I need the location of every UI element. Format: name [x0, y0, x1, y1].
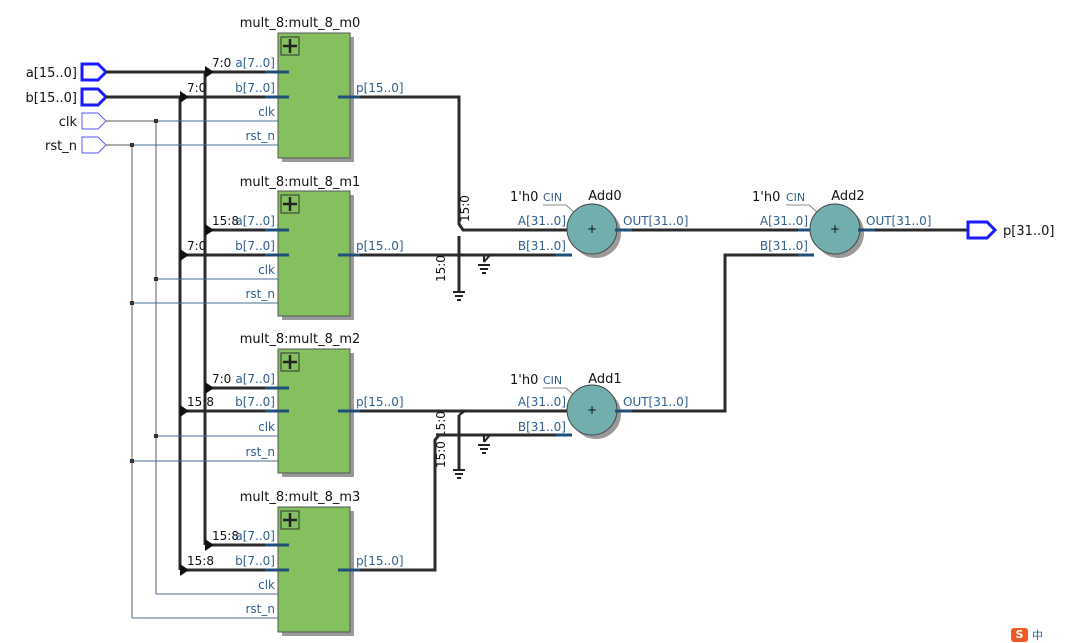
svg-text:15:8: 15:8	[187, 395, 214, 409]
instance-title: mult_8:mult_8_m3	[240, 490, 361, 505]
instance-title: mult_8:mult_8_m2	[240, 332, 361, 347]
net-m1-p[interactable]: 15:0	[360, 253, 570, 282]
ime-indicator[interactable]: S 中	[1011, 627, 1043, 643]
svg-text:rst_n: rst_n	[246, 129, 276, 143]
instance-title: mult_8:mult_8_m1	[240, 175, 361, 190]
svg-text:+: +	[587, 403, 597, 417]
svg-text:clk: clk	[258, 578, 275, 592]
svg-text:B[31..0]: B[31..0]	[518, 420, 566, 434]
adder-add1[interactable]: Add1 1'h0 CIN A[31..0] B[31..0] OUT[31..…	[510, 372, 688, 439]
svg-text:b[7..0]: b[7..0]	[235, 395, 275, 409]
input-port-clk[interactable]: clk	[59, 112, 107, 130]
svg-text:rst_n: rst_n	[246, 287, 276, 301]
svg-text:+: +	[830, 222, 840, 236]
svg-text:A[31..0]: A[31..0]	[760, 214, 808, 228]
instance-mult-8-m3[interactable]: mult_8:mult_8_m3 15:8 15:8 a[7..0] b[7..…	[187, 490, 404, 636]
ime-mode-label: 中	[1032, 629, 1043, 642]
svg-text:15:8: 15:8	[212, 529, 239, 543]
svg-text:Add1: Add1	[588, 372, 621, 387]
svg-text:clk: clk	[59, 115, 78, 130]
input-port-b[interactable]: b[15..0]	[26, 87, 109, 107]
svg-text:rst_n: rst_n	[45, 139, 77, 154]
svg-text:A[31..0]: A[31..0]	[518, 395, 566, 409]
svg-text:p[15..0]: p[15..0]	[356, 239, 404, 253]
svg-text:15:0: 15:0	[434, 441, 448, 468]
svg-text:1'h0: 1'h0	[752, 190, 780, 205]
expand-icon[interactable]	[280, 510, 300, 530]
svg-text:p[15..0]: p[15..0]	[356, 81, 404, 95]
sogou-logo-icon: S	[1011, 628, 1028, 642]
svg-text:b[7..0]: b[7..0]	[235, 81, 275, 95]
adder-add2[interactable]: Add2 1'h0 CIN A[31..0] B[31..0] OUT[31..…	[752, 189, 931, 258]
net-a[interactable]	[106, 70, 278, 547]
svg-text:15:0: 15:0	[434, 255, 448, 282]
svg-text:CIN: CIN	[786, 191, 805, 204]
svg-text:OUT[31..0]: OUT[31..0]	[623, 214, 688, 228]
instance-mult-8-m2[interactable]: mult_8:mult_8_m2 7:0 15:8 a[7..0] b[7..0…	[187, 332, 404, 477]
svg-text:a[15..0]: a[15..0]	[26, 66, 77, 81]
svg-text:clk: clk	[258, 263, 275, 277]
svg-text:7:0: 7:0	[212, 56, 231, 70]
svg-text:15:0: 15:0	[458, 195, 472, 222]
svg-text:p[15..0]: p[15..0]	[356, 554, 404, 568]
output-port-icon	[966, 220, 998, 240]
svg-text:Add2: Add2	[831, 189, 864, 204]
svg-text:B[31..0]: B[31..0]	[760, 239, 808, 253]
output-port-p[interactable]: p[31..0]	[966, 220, 1054, 240]
svg-text:+: +	[587, 222, 597, 236]
ground-icon	[453, 434, 491, 479]
ground-icon	[453, 254, 491, 301]
svg-text:CIN: CIN	[543, 191, 562, 204]
svg-text:15:0: 15:0	[434, 411, 448, 438]
adder-add0[interactable]: Add0 1'h0 CIN A[31..0] B[31..0] OUT[31..…	[510, 189, 688, 258]
net-clk[interactable]	[106, 119, 290, 595]
svg-text:OUT[31..0]: OUT[31..0]	[623, 395, 688, 409]
instance-mult-8-m1[interactable]: mult_8:mult_8_m1 15:8 7:0 a[7..0] b[7..0…	[187, 175, 404, 320]
input-port-icon	[81, 136, 107, 154]
svg-text:a[7..0]: a[7..0]	[235, 372, 275, 386]
input-port-icon	[81, 112, 107, 130]
svg-text:15:8: 15:8	[212, 214, 239, 228]
expand-icon[interactable]	[280, 352, 300, 372]
svg-text:B[31..0]: B[31..0]	[518, 239, 566, 253]
svg-text:clk: clk	[258, 105, 275, 119]
net-m0-p[interactable]: 15:0	[360, 95, 570, 292]
bus-ripper-arrows	[180, 66, 214, 576]
net-m2-p[interactable]: 15:0	[360, 409, 570, 470]
net-rst-n[interactable]	[106, 143, 290, 619]
svg-text:A[31..0]: A[31..0]	[518, 214, 566, 228]
svg-text:7:0: 7:0	[212, 372, 231, 386]
svg-text:rst_n: rst_n	[246, 602, 276, 616]
svg-text:a[7..0]: a[7..0]	[235, 56, 275, 70]
expand-icon[interactable]	[280, 194, 300, 214]
expand-icon[interactable]	[280, 36, 300, 56]
svg-text:a[7..0]: a[7..0]	[235, 214, 275, 228]
svg-text:OUT[31..0]: OUT[31..0]	[866, 214, 931, 228]
svg-text:p[15..0]: p[15..0]	[356, 395, 404, 409]
input-port-icon	[80, 87, 109, 107]
svg-text:a[7..0]: a[7..0]	[235, 529, 275, 543]
instance-mult-8-m0[interactable]: mult_8:mult_8_m0 7:0 7:0 a[7..0] b[7..0]…	[187, 16, 404, 162]
instance-title: mult_8:mult_8_m0	[240, 16, 361, 31]
svg-text:clk: clk	[258, 420, 275, 434]
input-port-rst-n[interactable]: rst_n	[45, 136, 107, 154]
svg-text:1'h0: 1'h0	[510, 190, 538, 205]
net-b[interactable]	[106, 95, 278, 572]
input-port-icon	[80, 62, 109, 82]
svg-text:1'h0: 1'h0	[510, 373, 538, 388]
svg-text:CIN: CIN	[543, 374, 562, 387]
svg-text:15:8: 15:8	[187, 554, 214, 568]
svg-text:p[31..0]: p[31..0]	[1003, 224, 1054, 239]
svg-text:rst_n: rst_n	[246, 445, 276, 459]
net-add1-out[interactable]	[632, 253, 810, 413]
svg-text:7:0: 7:0	[187, 239, 206, 253]
svg-text:b[7..0]: b[7..0]	[235, 554, 275, 568]
svg-text:7:0: 7:0	[187, 81, 206, 95]
svg-text:b[15..0]: b[15..0]	[26, 91, 77, 106]
input-port-a[interactable]: a[15..0]	[26, 62, 109, 82]
svg-text:b[7..0]: b[7..0]	[235, 239, 275, 253]
net-m3-p[interactable]: 15:0	[360, 433, 570, 572]
svg-text:Add0: Add0	[588, 189, 621, 204]
